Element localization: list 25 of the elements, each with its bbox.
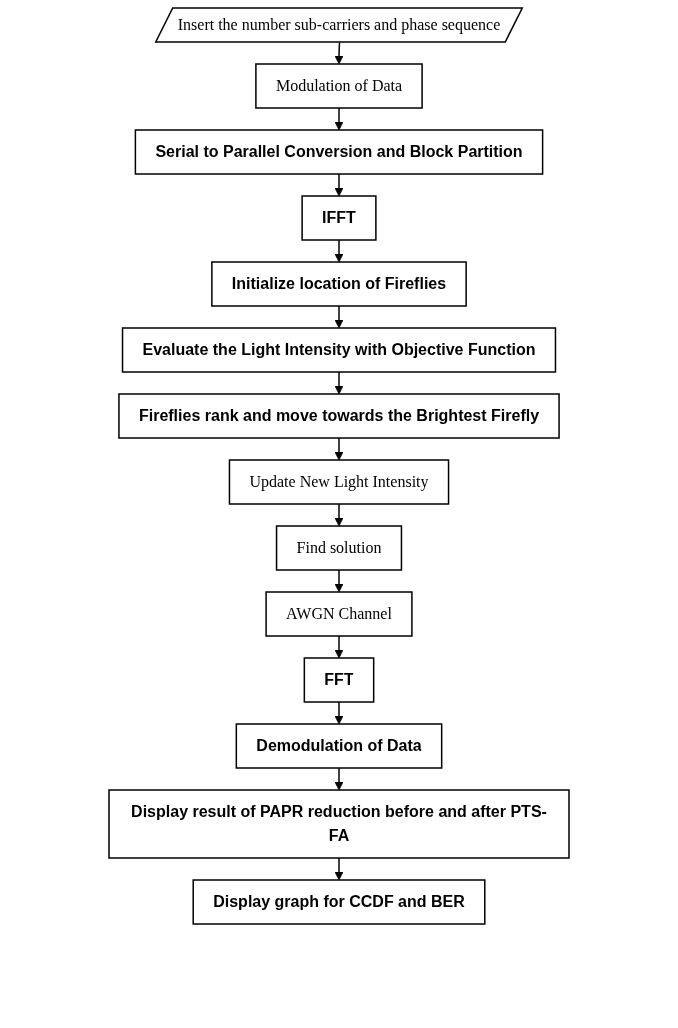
arrow	[334, 437, 344, 461]
arrow	[334, 173, 344, 197]
arrow	[334, 239, 344, 263]
node-box: Demodulation of Data	[235, 723, 443, 769]
arrow	[334, 857, 344, 881]
arrow	[334, 305, 344, 329]
node-box: IFFT	[301, 195, 377, 241]
node-box: AWGN Channel	[265, 591, 413, 637]
node-box: Fireflies rank and move towards the Brightest Firefly	[118, 393, 560, 439]
arrow	[334, 569, 344, 593]
arrow	[334, 503, 344, 527]
node-box: Find solution	[275, 525, 403, 571]
arrow	[334, 371, 344, 395]
node-box: FFT	[303, 657, 375, 703]
node-box: Display graph for CCDF and BER	[192, 879, 486, 925]
arrow	[334, 767, 344, 791]
node-box: Evaluate the Light Intensity with Objective Function	[121, 327, 557, 373]
node-box: Display result of PAPR reduction before and after PTS-FA	[108, 789, 570, 859]
arrow	[334, 107, 344, 131]
arrow	[334, 701, 344, 725]
node-box: Update New Light Intensity	[228, 459, 450, 505]
arrow	[334, 635, 344, 659]
node-box: Initialize location of Fireflies	[211, 261, 467, 307]
node-box: Modulation of Data	[255, 63, 423, 109]
node-box: Serial to Parallel Conversion and Block Partition	[134, 129, 544, 175]
